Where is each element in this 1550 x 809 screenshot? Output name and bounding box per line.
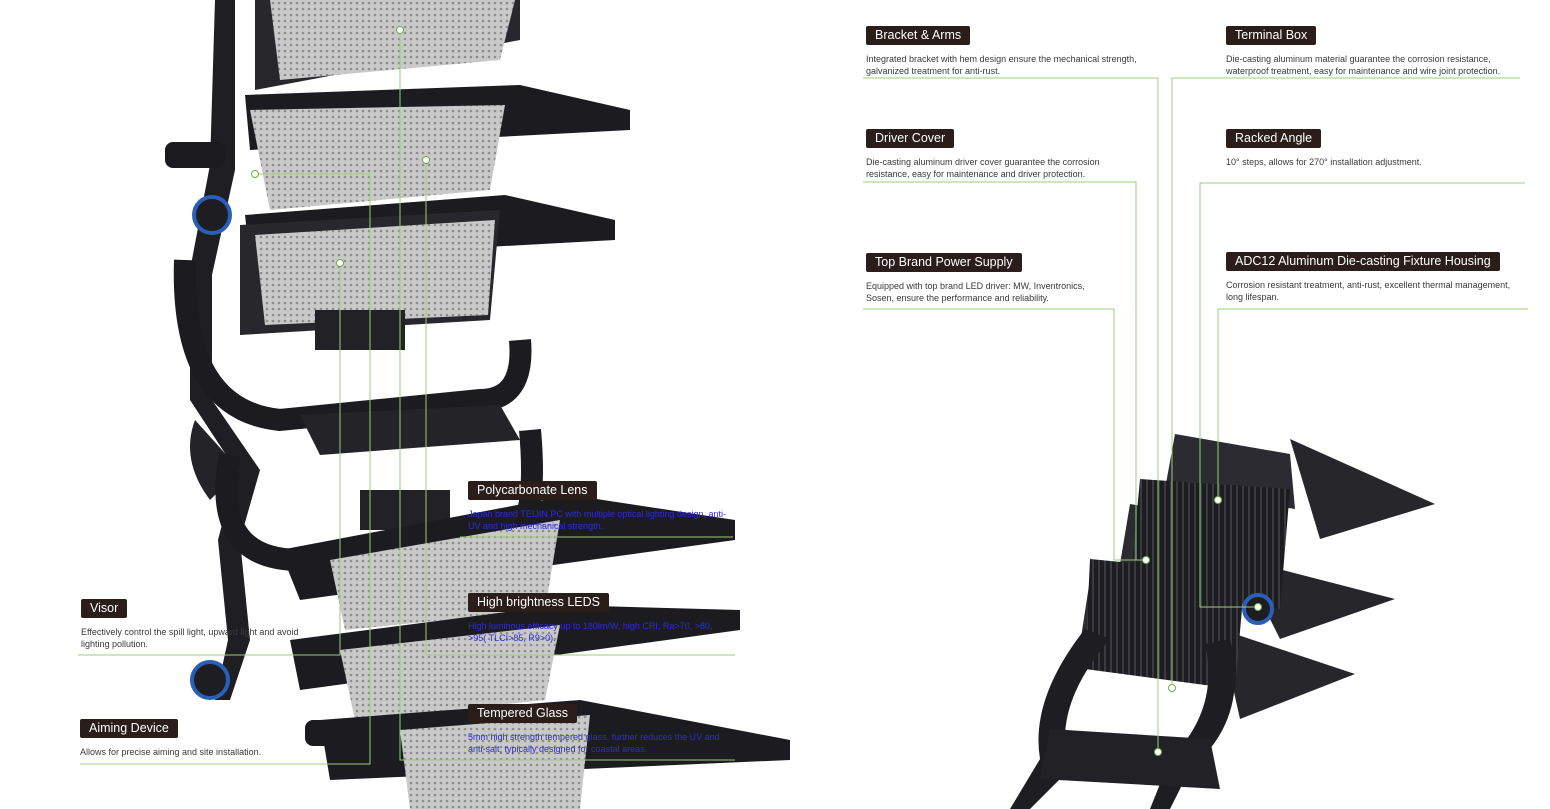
callout-description: 10° steps, allows for 270° installation …	[1226, 157, 1422, 167]
callout-title: Top Brand Power Supply	[866, 253, 1022, 272]
callout-racked-angle: Racked Angle 10° steps, allows for 270° …	[1226, 129, 1526, 168]
callout-description: High luminous efficacy up to 180lm/W, hi…	[468, 621, 713, 643]
callout-terminal-box: Terminal Box Die-casting aluminum materi…	[1226, 26, 1526, 77]
callout-description: Die-casting aluminum driver cover guaran…	[866, 157, 1100, 179]
callout-tempered-glass: Tempered Glass 5mm high strength tempere…	[468, 704, 733, 755]
callout-description: Integrated bracket with hem design ensur…	[866, 54, 1137, 76]
callout-high-brightness-leds: High brightness LEDS High luminous effic…	[468, 593, 733, 644]
callout-polycarbonate-lens: Polycarbonate Lens Japan brand TEIJIN PC…	[468, 481, 733, 532]
floodlight-illustration-left	[165, 0, 790, 809]
callout-description: Allows for precise aiming and site insta…	[80, 747, 262, 757]
callout-title: Polycarbonate Lens	[468, 481, 597, 500]
callout-aiming-device: Aiming Device Allows for precise aiming …	[80, 719, 330, 758]
callout-description: Effectively control the spill light, upw…	[81, 627, 299, 649]
callout-top-brand-power-supply: Top Brand Power Supply Equipped with top…	[866, 253, 1111, 304]
callout-description: Equipped with top brand LED driver: MW, …	[866, 281, 1085, 303]
callout-title: Visor	[81, 599, 128, 618]
callout-adc12-housing: ADC12 Aluminum Die-casting Fixture Housi…	[1226, 252, 1526, 303]
callout-description: Japan brand TEIJIN PC with multiple opti…	[468, 509, 726, 531]
callout-bracket-arms: Bracket & Arms Integrated bracket with h…	[866, 26, 1146, 77]
callout-description: Die-casting aluminum material guarantee …	[1226, 54, 1501, 76]
callout-visor: Visor Effectively control the spill ligh…	[81, 599, 326, 650]
callout-title: ADC12 Aluminum Die-casting Fixture Housi…	[1226, 252, 1500, 271]
callout-title: Racked Angle	[1226, 129, 1322, 148]
callout-title: Bracket & Arms	[866, 26, 971, 45]
callout-driver-cover: Driver Cover Die-casting aluminum driver…	[866, 129, 1126, 180]
callout-title: High brightness LEDS	[468, 593, 609, 612]
callout-title: Terminal Box	[1226, 26, 1317, 45]
callout-description: 5mm high strength tempered glass, furthe…	[468, 732, 720, 754]
callout-description: Corrosion resistant treatment, anti-rust…	[1226, 280, 1511, 302]
callout-title: Aiming Device	[80, 719, 178, 738]
callout-title: Driver Cover	[866, 129, 955, 148]
callout-title: Tempered Glass	[468, 704, 578, 723]
floodlight-illustration-right	[1010, 434, 1435, 809]
